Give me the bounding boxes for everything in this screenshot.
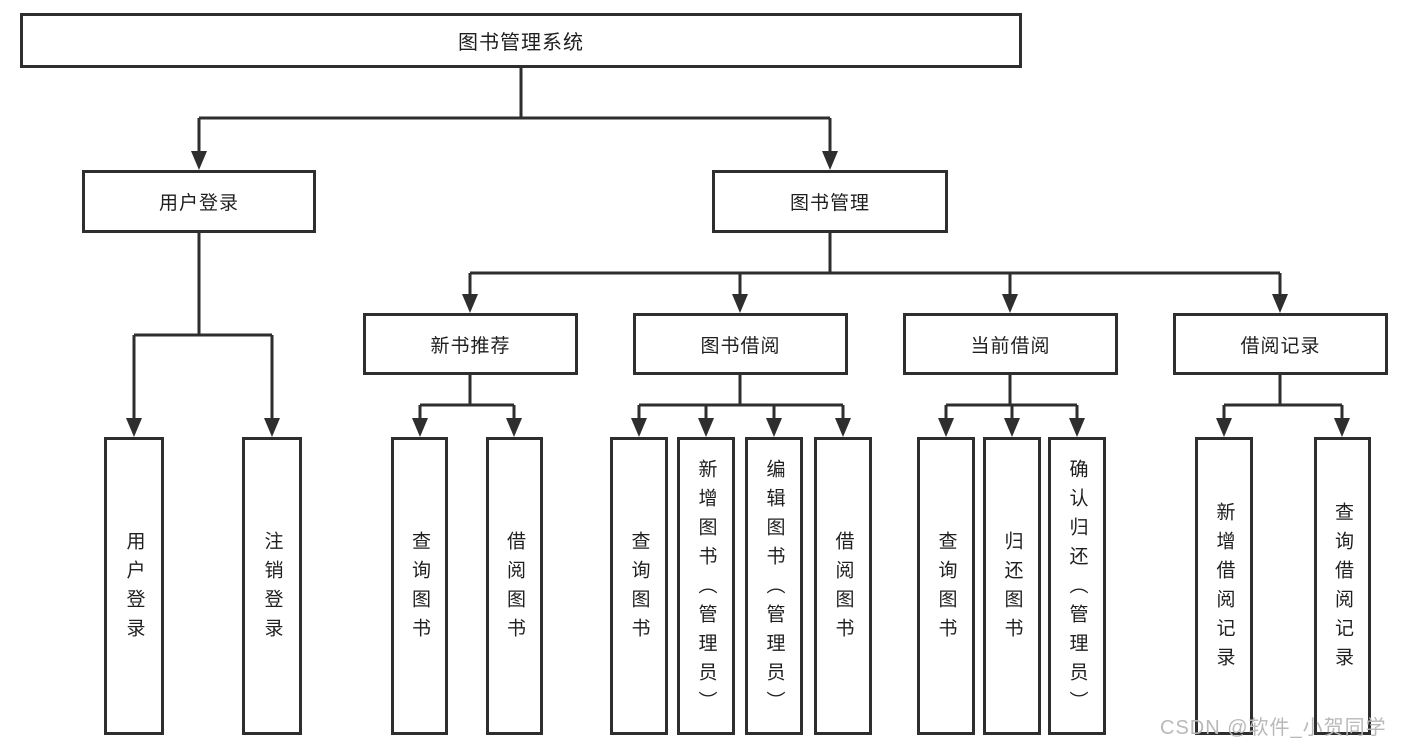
leaf-logout-login: 注销登录 xyxy=(242,437,302,735)
node-book-borrow: 图书借阅 xyxy=(633,313,848,375)
leaf-confirm-return-admin: 确认归还（管理员） xyxy=(1048,437,1106,735)
leaf-borrow-books-recommend: 借阅图书 xyxy=(486,437,543,735)
leaf-query-books-borrow: 查询图书 xyxy=(610,437,668,735)
arrowheads xyxy=(126,151,1350,437)
node-root-library-system: 图书管理系统 xyxy=(20,13,1022,68)
leaf-query-borrow-record: 查询借阅记录 xyxy=(1314,437,1371,735)
node-user-login: 用户登录 xyxy=(82,170,316,233)
node-book-management: 图书管理 xyxy=(712,170,948,233)
leaf-query-books-recommend: 查询图书 xyxy=(391,437,448,735)
leaf-user-login: 用户登录 xyxy=(104,437,164,735)
leaf-edit-book-admin: 编辑图书（管理员） xyxy=(745,437,803,735)
leaf-add-borrow-record: 新增借阅记录 xyxy=(1195,437,1253,735)
leaf-return-books: 归还图书 xyxy=(983,437,1041,735)
node-borrow-records: 借阅记录 xyxy=(1173,313,1388,375)
leaf-borrow-books-borrow: 借阅图书 xyxy=(814,437,872,735)
csdn-watermark: CSDN @软件_小贺同学 xyxy=(1160,717,1387,739)
leaf-add-book-admin: 新增图书（管理员） xyxy=(677,437,735,735)
node-current-borrow: 当前借阅 xyxy=(903,313,1118,375)
node-new-book-recommend: 新书推荐 xyxy=(363,313,578,375)
leaf-query-books-current: 查询图书 xyxy=(917,437,975,735)
